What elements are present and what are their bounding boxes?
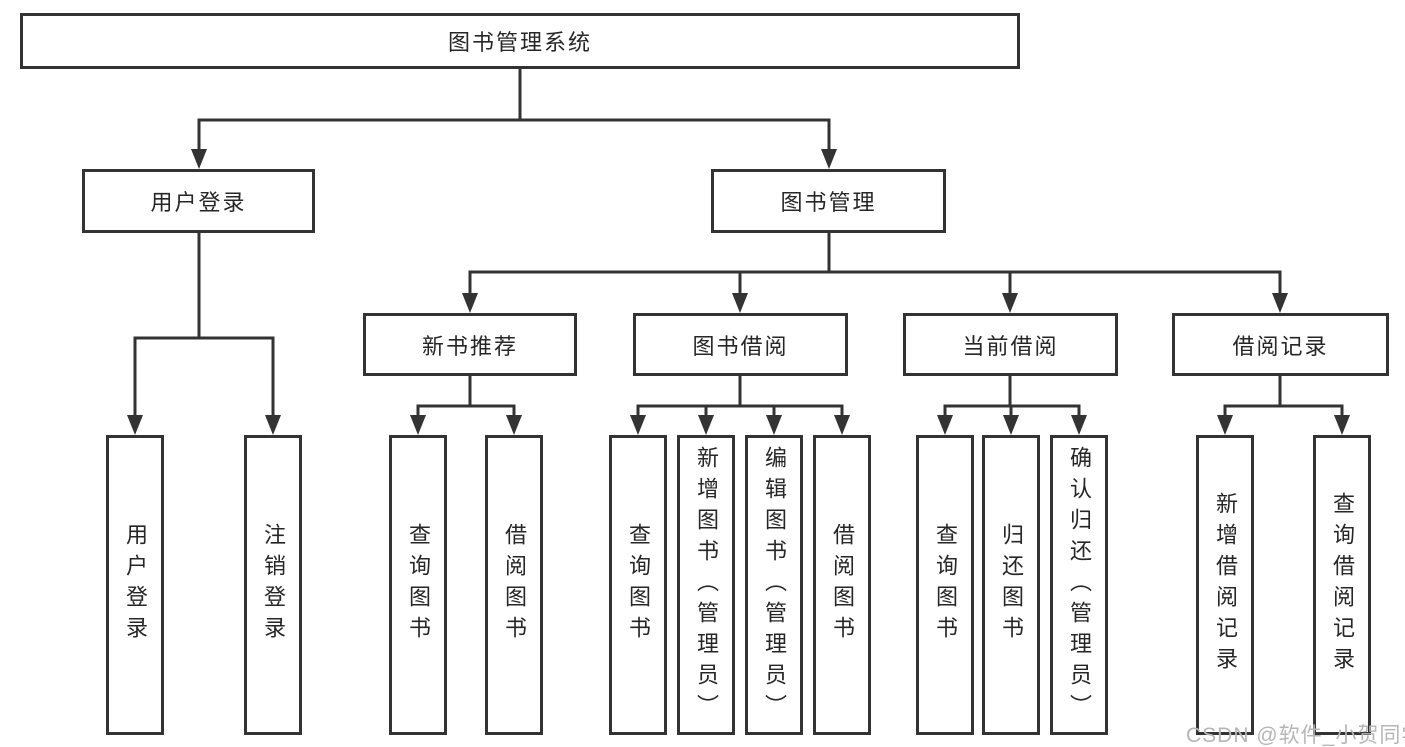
- leaf-return-book: 归还图书: [982, 435, 1040, 735]
- arrow-down-icon: [410, 415, 426, 435]
- connector-lines: [133, 69, 1344, 418]
- arrow-down-icon: [265, 415, 281, 435]
- arrow-down-icon: [1334, 415, 1350, 435]
- arrow-down-icon: [1071, 415, 1087, 435]
- leaf-confirm-return-admin: 确认归还（管理员）: [1050, 435, 1108, 735]
- arrow-down-icon: [821, 149, 837, 169]
- node-current-borrow: 当前借阅: [903, 313, 1118, 376]
- node-new-book-recommend: 新书推荐: [363, 313, 577, 376]
- arrow-down-icon: [937, 415, 953, 435]
- arrow-down-icon: [630, 415, 646, 435]
- node-borrow-records: 借阅记录: [1172, 313, 1389, 376]
- arrow-down-icon: [127, 415, 143, 435]
- leaf-edit-book-admin: 编辑图书（管理员）: [745, 435, 803, 735]
- watermark: CSDN @软件_小贺同学: [1186, 724, 1405, 747]
- leaf-query-book-borrow: 查询图书: [609, 435, 667, 735]
- arrow-down-icon: [1217, 415, 1233, 435]
- node-book-borrow: 图书借阅: [633, 313, 848, 376]
- leaf-add-book-admin: 新增图书（管理员）: [677, 435, 735, 735]
- leaf-user-login: 用户登录: [106, 435, 164, 735]
- arrow-down-icon: [506, 415, 522, 435]
- arrow-down-icon: [191, 149, 207, 169]
- arrow-down-icon: [1003, 415, 1019, 435]
- leaf-logout: 注销登录: [244, 435, 302, 735]
- node-root-library-system: 图书管理系统: [20, 13, 1020, 69]
- arrow-down-icon: [834, 415, 850, 435]
- leaf-query-borrow-record: 查询借阅记录: [1313, 435, 1371, 735]
- leaf-add-borrow-record: 新增借阅记录: [1196, 435, 1254, 735]
- leaf-query-book-current: 查询图书: [916, 435, 974, 735]
- arrow-down-icon: [732, 293, 748, 313]
- node-user-login: 用户登录: [82, 169, 315, 233]
- arrow-down-icon: [1272, 293, 1288, 313]
- leaf-query-book-recommend: 查询图书: [389, 435, 447, 735]
- arrow-down-icon: [1002, 293, 1018, 313]
- leaf-borrow-book-recommend: 借阅图书: [485, 435, 543, 735]
- arrow-down-icon: [766, 415, 782, 435]
- arrow-down-icon: [698, 415, 714, 435]
- arrow-down-icon: [462, 293, 478, 313]
- node-book-management: 图书管理: [711, 169, 946, 233]
- leaf-borrow-book: 借阅图书: [813, 435, 871, 735]
